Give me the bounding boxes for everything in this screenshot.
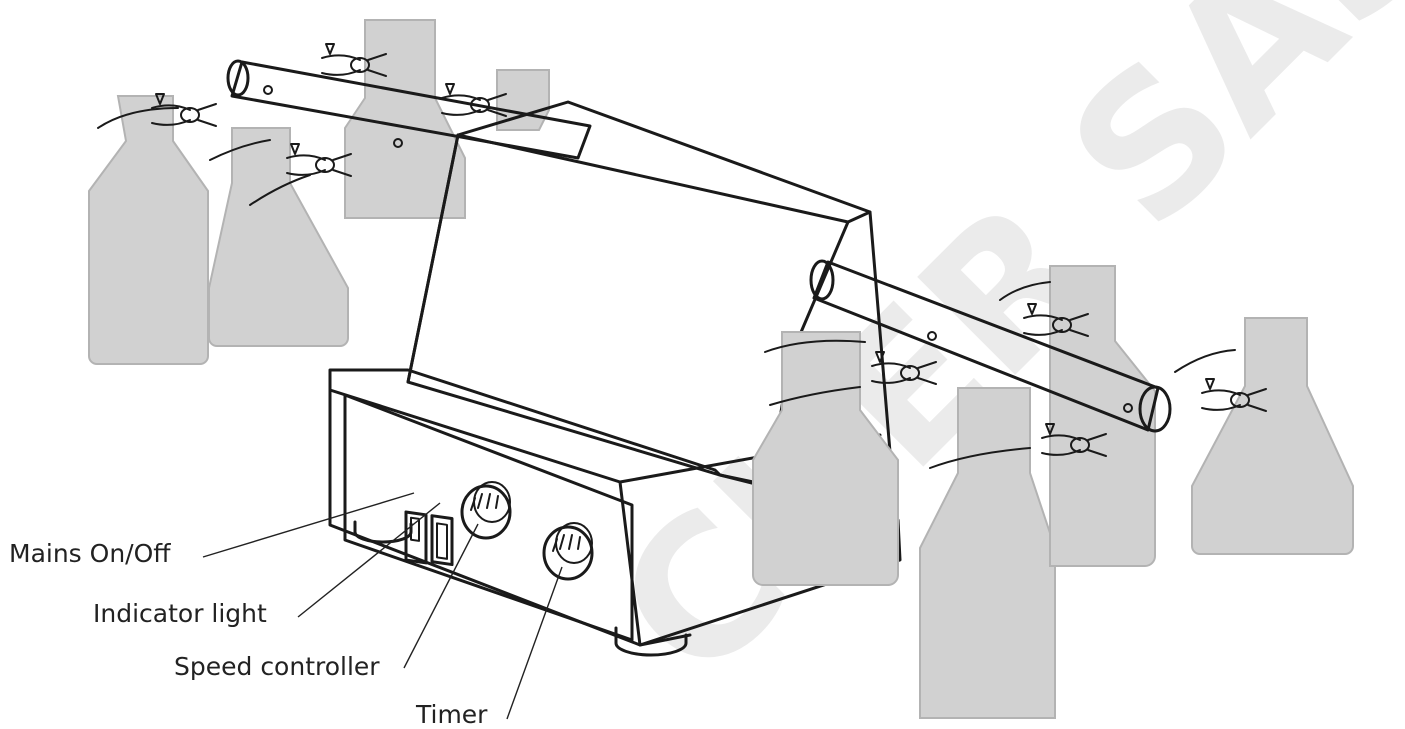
foot-left [355,522,411,542]
speed-knob[interactable] [462,482,510,538]
back-left-flask-1 [89,96,208,364]
front-panel [345,395,632,640]
back-left-flask-2 [209,128,348,346]
label-speed-controller: Speed controller [174,654,380,679]
back-left-flask-set [89,20,549,364]
leader-mains [203,493,414,557]
label-timer: Timer [416,702,487,727]
timer-knob[interactable] [544,523,592,579]
indicator-light [432,516,452,565]
leader-speed [404,524,478,668]
label-mains-on-off: Mains On/Off [9,541,171,566]
label-indicator-light: Indicator light [93,601,267,626]
leader-timer [507,567,562,719]
